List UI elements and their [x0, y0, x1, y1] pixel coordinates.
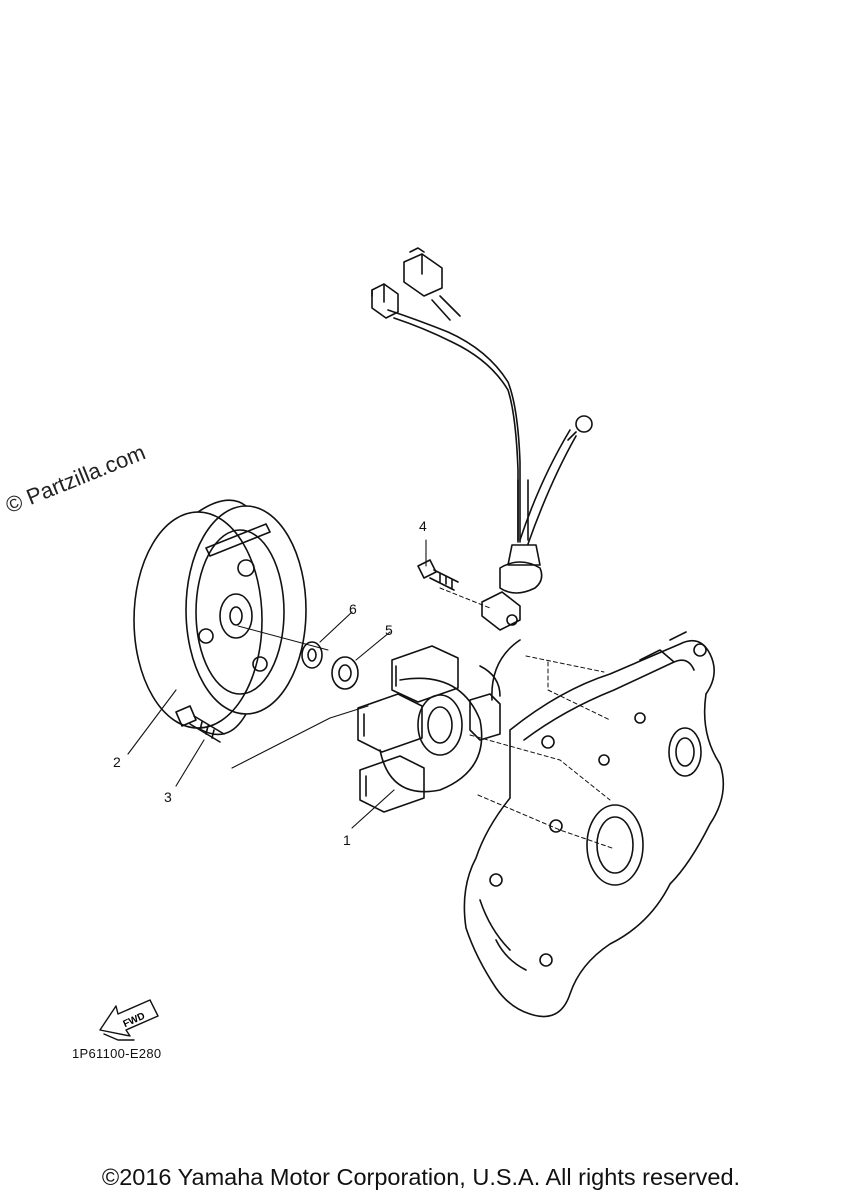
callout-3: 3: [164, 789, 172, 805]
assembly-guide-lines: [439, 587, 613, 849]
copyright-notice: ©2016 Yamaha Motor Corporation, U.S.A. A…: [101, 1164, 741, 1190]
callout-5: 5: [385, 622, 393, 638]
fwd-label: FWD: [122, 1011, 147, 1030]
wire-harness: [371, 247, 593, 594]
bolt-3: [175, 705, 225, 743]
callout-6: 6: [349, 601, 357, 617]
flywheel-rotor: [133, 499, 329, 736]
callout-1: 1: [343, 832, 351, 848]
washer: [301, 641, 323, 669]
callout-2: 2: [113, 754, 121, 770]
diagram-code: 1P61100-E280: [72, 1046, 162, 1061]
stator-assembly: [357, 645, 501, 813]
leader-lines: [127, 539, 427, 829]
callout-4: 4: [419, 518, 427, 534]
wire-clamp: [481, 591, 521, 701]
screw-4: [417, 559, 459, 591]
fwd-arrow-icon: [99, 999, 159, 1041]
crankcase-cover: [463, 631, 725, 1018]
nut: [331, 656, 359, 690]
